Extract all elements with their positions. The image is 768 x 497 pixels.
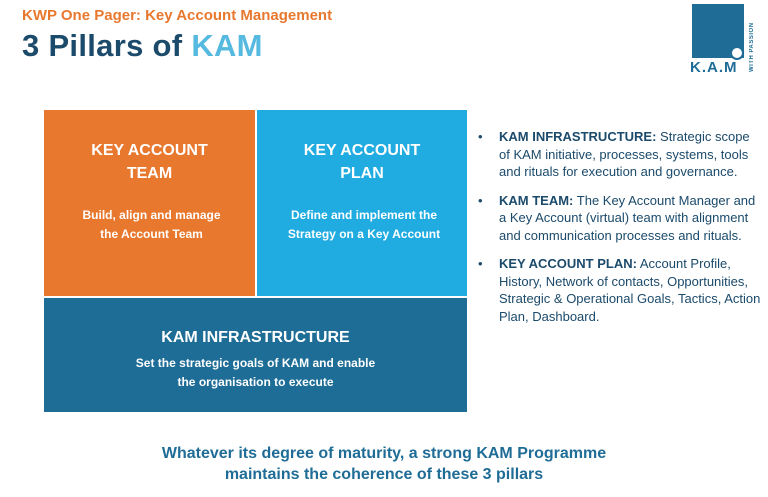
pillar-infra-desc-line2: the organisation to execute	[177, 375, 334, 389]
pillar-team-desc-line2: the Account Team	[100, 227, 203, 241]
bullet-heading: KAM INFRASTRUCTURE:	[499, 129, 657, 144]
page-title-accent: KAM	[191, 28, 263, 63]
pillar-team-desc-line1: Build, align and manage	[82, 208, 221, 222]
kam-logo: K.A.M WITH PASSION	[689, 2, 768, 78]
pillar-plan-title-line2: PLAN	[340, 165, 384, 182]
page-title-main: 3 Pillars of	[22, 28, 192, 63]
footer-line1: Whatever its degree of maturity, a stron…	[161, 445, 607, 462]
pillar-infra-description: Set the strategic goals of KAM and enabl…	[44, 354, 467, 392]
definition-list: • KAM INFRASTRUCTURE: Strategic scope of…	[478, 128, 764, 336]
pillar-kam-infrastructure: KAM INFRASTRUCTURE Set the strategic goa…	[44, 298, 467, 412]
pillar-infra-title: KAM INFRASTRUCTURE	[161, 329, 350, 346]
list-item: • KAM TEAM: The Key Account Manager and …	[478, 192, 764, 245]
bullet-text: The Key Account Manager and a Key Accoun…	[499, 192, 756, 243]
bullet-dot-icon: •	[478, 129, 483, 144]
pillar-key-account-team: KEY ACCOUNT TEAM Build, align and manage…	[44, 110, 255, 296]
pillar-infra-desc-line1: Set the strategic goals of KAM and enabl…	[135, 356, 376, 370]
pillar-team-title-line1: KEY ACCOUNT	[91, 142, 208, 159]
pillar-plan-desc-line1: Define and implement the	[290, 208, 438, 222]
page-title: 3 Pillars of KAM	[22, 28, 263, 64]
bullet-dot-icon: •	[478, 192, 483, 208]
pillar-team-title-line2: TEAM	[126, 165, 173, 182]
pillar-plan-title-line1: KEY ACCOUNT	[303, 142, 421, 159]
footer-line2: maintains the coherence of these 3 pilla…	[224, 466, 544, 483]
footer-statement: Whatever its degree of maturity, a stron…	[0, 443, 768, 485]
pillar-team-description: Build, align and manage the Account Team	[56, 206, 247, 244]
bullet-heading: KEY ACCOUNT PLAN:	[499, 256, 637, 271]
pillar-team-title: KEY ACCOUNT TEAM	[44, 139, 255, 185]
pillar-plan-title: KEY ACCOUNT PLAN	[257, 139, 467, 185]
bullet-dot-icon: •	[478, 256, 483, 271]
pillar-key-account-plan: KEY ACCOUNT PLAN Define and implement th…	[257, 110, 467, 296]
list-item: • KEY ACCOUNT PLAN: Account Profile, His…	[478, 255, 764, 325]
logo-text: K.A.M	[690, 59, 738, 76]
bullet-heading: KAM TEAM:	[499, 192, 574, 208]
pillar-plan-desc-line2: Strategy on a Key Account	[287, 227, 441, 241]
bullet-text: Strategic scope of KAM initiative, proce…	[499, 129, 750, 179]
bullet-text: Account Profile, History, Network of con…	[499, 256, 761, 324]
kicker-text: KWP One Pager: Key Account Management	[22, 7, 333, 24]
logo-circle-icon	[730, 46, 744, 60]
list-item: • KAM INFRASTRUCTURE: Strategic scope of…	[478, 128, 764, 181]
pillar-plan-description: Define and implement the Strategy on a K…	[269, 206, 459, 244]
logo-tagline: WITH PASSION	[749, 22, 755, 72]
